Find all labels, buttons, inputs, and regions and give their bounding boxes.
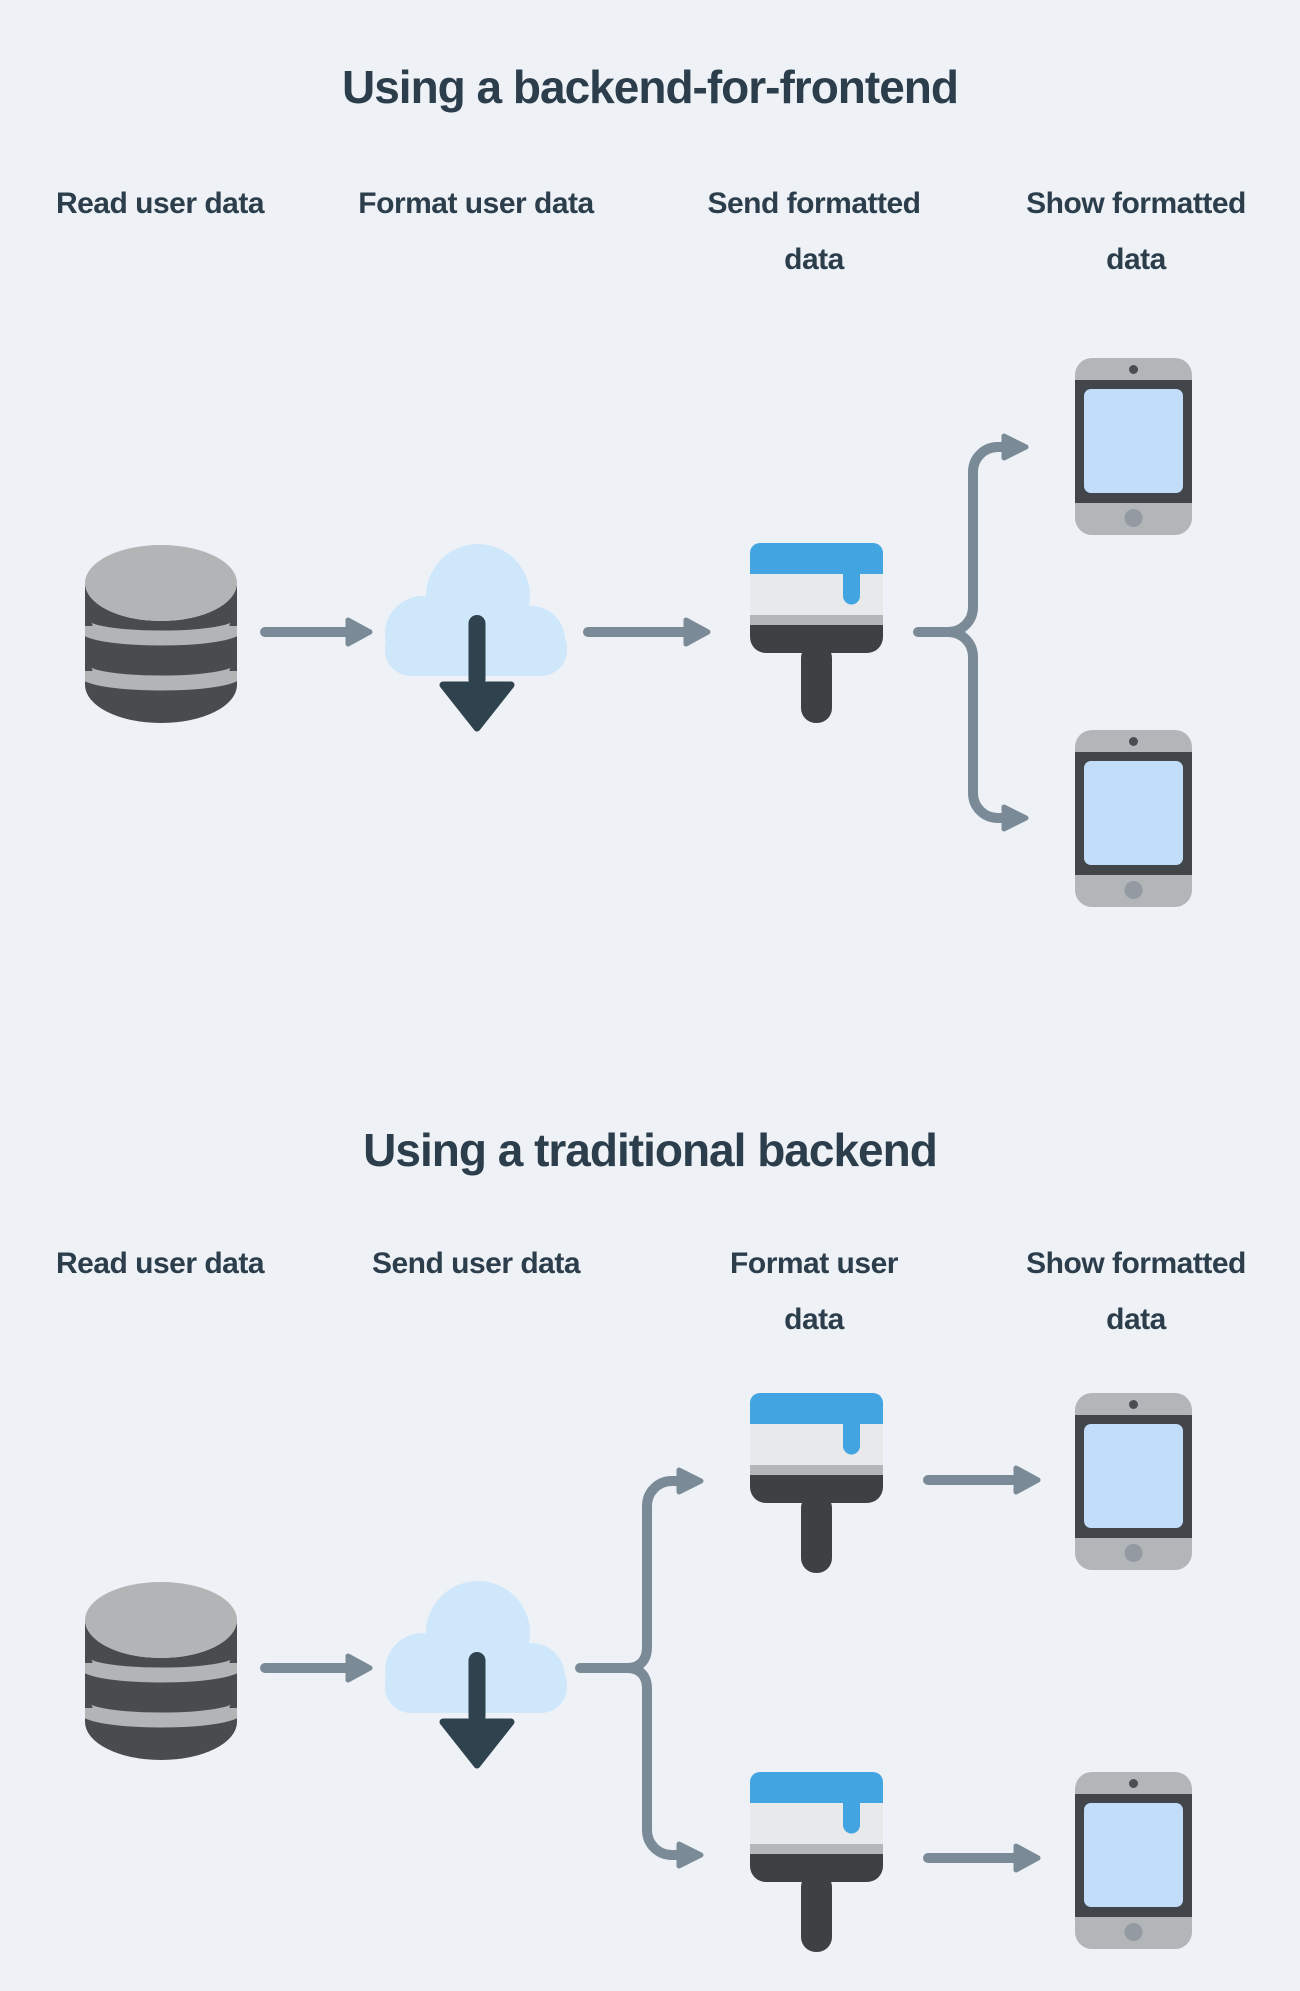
cloud-download-icon — [383, 538, 571, 734]
flow-arrow-cloud-to-brush — [583, 617, 711, 647]
section-title-bff: Using a backend-for-frontend — [341, 61, 959, 113]
column-label-format-user-data-2: Format user data — [730, 1247, 898, 1336]
fork-arrow-cloud-to-brushes — [575, 1460, 725, 1880]
paintbrush-icon-bottom — [750, 1772, 883, 1952]
database-icon — [85, 545, 237, 723]
section-title-traditional: Using a traditional backend — [363, 1124, 938, 1176]
column-label-send-user-data: Send user data — [371, 1247, 581, 1280]
column-label-show-formatted-data: Show formatted data — [1026, 187, 1246, 276]
cloud-download-icon-2 — [383, 1575, 571, 1771]
column-label-read-user-data: Read user data — [55, 187, 265, 220]
fork-arrow-brush-to-phones — [900, 433, 1050, 835]
phone-icon-top — [1075, 358, 1192, 535]
paintbrush-icon-top — [750, 1393, 883, 1573]
phone-icon-bottom — [1075, 730, 1192, 907]
phone-icon-top-2 — [1075, 1393, 1192, 1570]
column-label-read-user-data-2: Read user data — [55, 1247, 265, 1280]
flow-arrow-brush-to-phone-bottom — [923, 1843, 1041, 1873]
column-label-format-user-data: Format user data — [358, 187, 594, 220]
flow-arrow-db-to-cloud — [260, 617, 373, 647]
flow-arrow-db-to-cloud-2 — [260, 1653, 373, 1683]
column-label-show-formatted-data-2: Show formatted data — [1026, 1247, 1246, 1336]
phone-icon-bottom-2 — [1075, 1772, 1192, 1949]
column-label-send-formatted-data: Send formatted data — [707, 187, 921, 276]
flow-arrow-brush-to-phone-top — [923, 1465, 1041, 1495]
paintbrush-icon — [750, 543, 883, 723]
database-icon-2 — [85, 1582, 237, 1760]
